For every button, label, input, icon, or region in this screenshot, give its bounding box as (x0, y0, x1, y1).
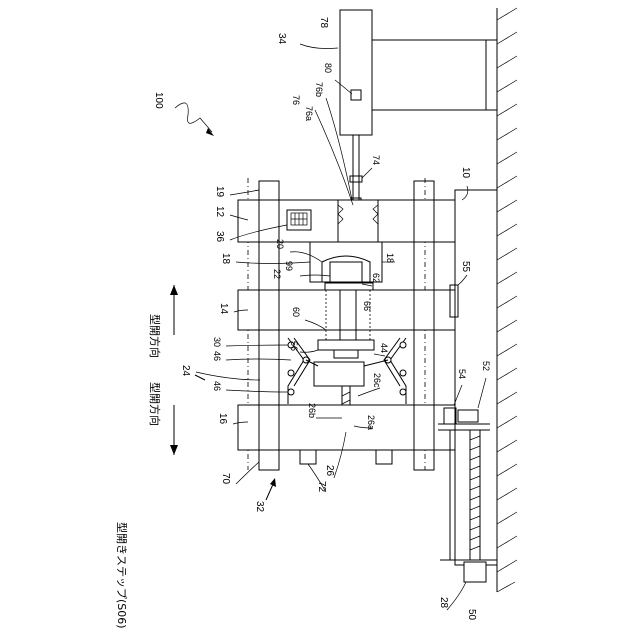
mold-opening-arrows (170, 285, 178, 455)
label-46a: 46 (212, 351, 222, 361)
label-99: 99 (284, 261, 294, 271)
label-55: 55 (460, 261, 471, 273)
label-60: 60 (291, 307, 301, 317)
label-46b: 46 (212, 381, 222, 391)
label-62: 62 (371, 273, 381, 283)
sensor-80-box (351, 90, 361, 100)
label-56: 56 (289, 341, 299, 351)
ejector-unit (318, 340, 374, 358)
rear-platen (238, 405, 455, 464)
ground-wall (497, 8, 517, 592)
label-32: 32 (254, 501, 265, 513)
leader-100 (175, 103, 212, 132)
label-18a: 18 (220, 253, 231, 265)
motor-50 (464, 562, 486, 582)
label-76a: 76a (304, 106, 314, 121)
label-80: 80 (323, 63, 333, 73)
label-26c: 26c (372, 373, 382, 388)
label-70: 70 (220, 473, 231, 485)
label-10: 10 (460, 167, 471, 179)
label-76: 76 (291, 95, 301, 105)
robot-support-frame (372, 40, 497, 110)
label-76b: 76b (314, 82, 324, 97)
label-100: 100 (153, 92, 164, 109)
step-caption: 型開きステップ(S06) (115, 522, 129, 629)
label-20: 20 (275, 239, 285, 249)
label-19: 19 (214, 186, 225, 198)
open-direction-label-right: 型開方向 (148, 314, 162, 358)
label-50: 50 (466, 609, 477, 621)
label-12: 12 (214, 206, 225, 218)
open-direction-label-left: 型開方向 (148, 382, 162, 426)
label-34: 34 (276, 33, 287, 45)
label-74: 74 (371, 155, 381, 165)
fixed-platen (238, 200, 455, 242)
label-22: 22 (272, 269, 282, 279)
label-66: 66 (362, 301, 372, 311)
label-78: 78 (318, 17, 329, 29)
label-54: 54 (457, 369, 467, 379)
label-30: 30 (212, 337, 222, 347)
label-28: 28 (438, 597, 449, 609)
label-18b: 18 (385, 253, 395, 263)
label-44: 44 (379, 343, 389, 353)
label-26: 26 (324, 465, 335, 477)
moving-platen (238, 283, 458, 340)
label-16: 16 (217, 413, 228, 425)
label-14: 14 (218, 303, 229, 315)
machine-base (440, 190, 497, 565)
label-52: 52 (481, 361, 491, 371)
label-26b: 26b (307, 403, 317, 418)
label-24: 24 (180, 365, 191, 377)
label-36: 36 (214, 231, 225, 243)
